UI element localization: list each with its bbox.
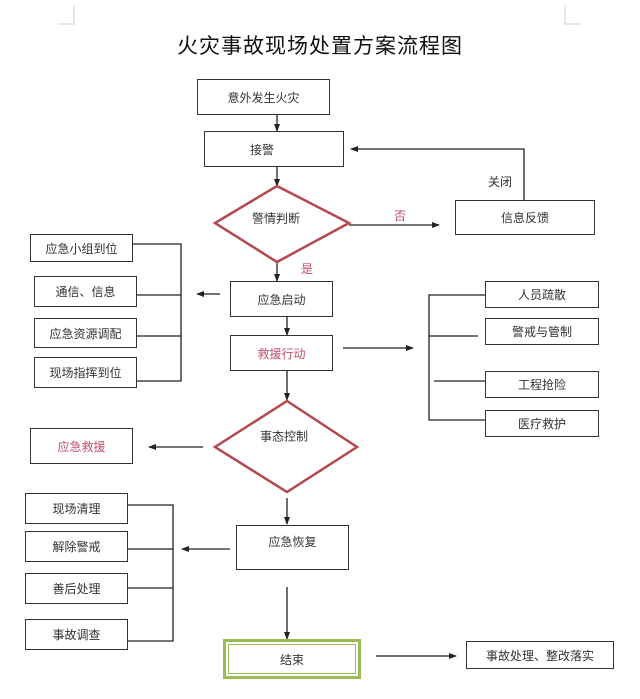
rescue-group-item-label: 警戒与管制 — [511, 325, 572, 339]
start-group-item[interactable]: 应急小组到位 — [30, 234, 133, 262]
node-emergency-rescue[interactable]: 应急救援 — [30, 428, 133, 464]
start-group-bracket — [133, 243, 182, 382]
node-emergency-start[interactable]: 应急启动 — [230, 281, 333, 317]
recovery-group-item-label: 解除警戒 — [52, 540, 101, 554]
node-alarm[interactable]: 接警 — [204, 131, 344, 167]
rescue-group-item-label: 工程抢险 — [517, 378, 566, 392]
recovery-group-item[interactable]: 事故调查 — [25, 619, 128, 650]
page-corner-marks — [58, 5, 581, 25]
recovery-group-bracket — [128, 504, 174, 642]
rescue-group-item[interactable]: 工程抢险 — [485, 371, 599, 398]
node-feedback[interactable]: 信息反馈 — [455, 200, 595, 235]
start-group-item[interactable]: 通信、信息 — [34, 276, 137, 307]
node-rescue-action-label: 救援行动 — [257, 346, 306, 361]
recovery-group-item[interactable]: 善后处理 — [25, 573, 128, 604]
recovery-group-item-label: 现场清理 — [52, 502, 101, 516]
recovery-group-item[interactable]: 解除警戒 — [25, 531, 128, 562]
node-emergency-recovery[interactable]: 应急恢复 — [236, 525, 349, 570]
recovery-group-item[interactable]: 现场清理 — [25, 493, 128, 524]
rescue-group-item-label: 医疗救护 — [517, 417, 566, 431]
node-followup-label: 事故处理、整改落实 — [485, 648, 594, 663]
recovery-group-item-label: 善后处理 — [52, 582, 101, 596]
start-group-item-label: 通信、信息 — [55, 285, 116, 299]
node-accident-label: 意外发生火灾 — [227, 90, 300, 105]
rescue-group-bracket — [428, 294, 485, 421]
start-group-item-label: 应急资源调配 — [49, 326, 122, 341]
decision-judge-shape — [212, 184, 352, 264]
decision-control-shape — [212, 399, 360, 494]
rescue-group-item-label: 人员疏散 — [517, 288, 566, 302]
edge-label-yes: 是 — [301, 262, 314, 276]
node-alarm-label: 接警 — [250, 142, 275, 157]
page-title: 火灾事故现场处置方案流程图 — [177, 34, 463, 58]
recovery-group-item-label: 事故调查 — [52, 628, 101, 642]
node-judge-label: 警情判断 — [251, 211, 301, 226]
node-situation-control-label: 事态控制 — [259, 429, 309, 444]
start-group-item-label: 应急小组到位 — [45, 241, 118, 256]
node-feedback-label: 信息反馈 — [500, 211, 549, 225]
node-emergency-rescue-label: 应急救援 — [57, 439, 106, 454]
node-end[interactable]: 结束 — [223, 639, 361, 679]
node-emergency-start-label: 应急启动 — [257, 292, 306, 307]
rescue-group-item[interactable]: 人员疏散 — [485, 281, 599, 308]
rescue-group-item[interactable]: 警戒与管制 — [485, 318, 599, 345]
node-accident[interactable]: 意外发生火灾 — [197, 79, 330, 115]
start-group-item-label: 现场指挥到位 — [49, 366, 122, 380]
node-followup[interactable]: 事故处理、整改落实 — [466, 641, 614, 669]
node-rescue-action[interactable]: 救援行动 — [230, 335, 333, 371]
edge-label-no: 否 — [394, 209, 407, 223]
edge-feedback-close — [350, 146, 525, 200]
start-group-item[interactable]: 应急资源调配 — [34, 318, 137, 348]
edge-label-close: 关闭 — [488, 175, 513, 189]
rescue-group-item[interactable]: 医疗救护 — [485, 410, 599, 437]
node-end-label: 结束 — [279, 652, 304, 667]
node-emergency-recovery-label: 应急恢复 — [268, 535, 317, 549]
start-group-item[interactable]: 现场指挥到位 — [34, 357, 137, 388]
